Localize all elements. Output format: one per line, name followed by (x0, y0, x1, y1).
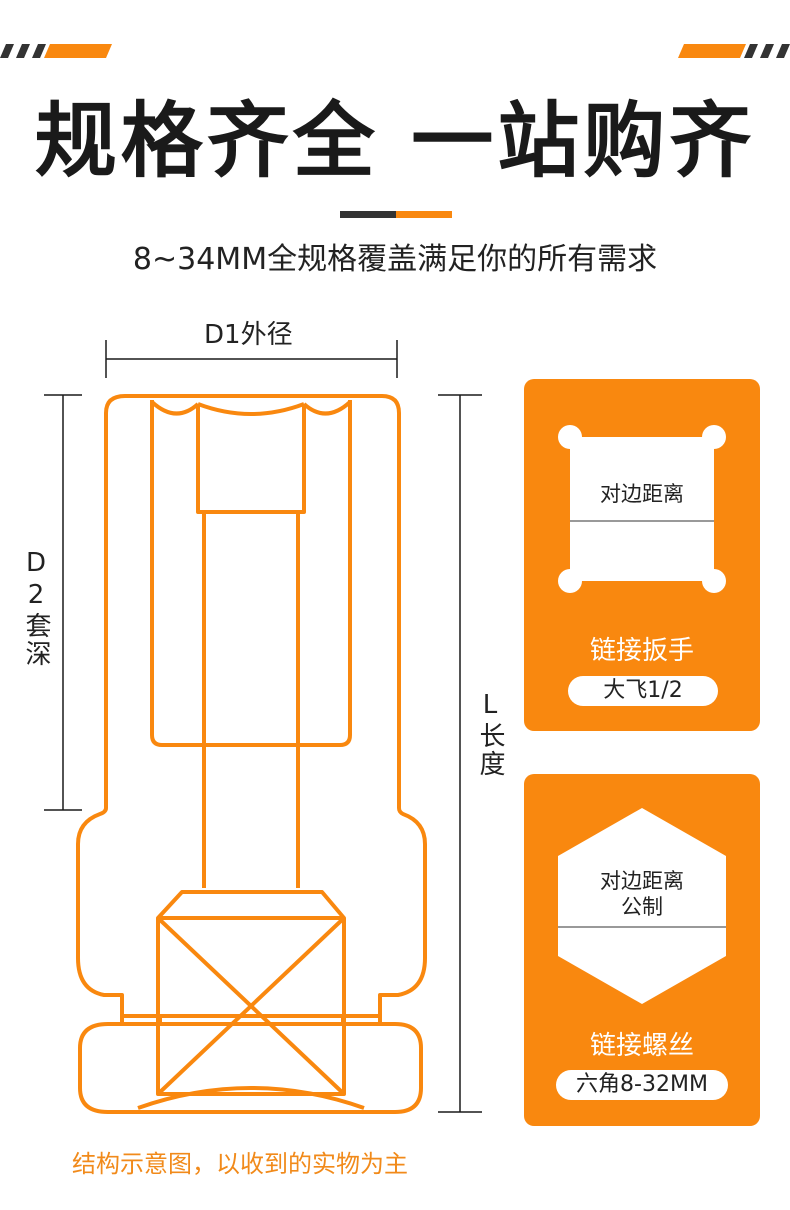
hexagon-icon (558, 808, 726, 1004)
footer-note: 结构示意图，以收到的实物为主 (72, 1150, 408, 1178)
card-wrench-spec-pill: 大飞1/2 (568, 676, 718, 706)
hexagon-label-distance: 对边距离 (600, 869, 684, 893)
title-underline-accent (396, 211, 452, 218)
card-screw-connection: 对边距离 公制 链接螺丝 六角8-32MM (524, 774, 760, 1126)
square-drive-icon (558, 425, 726, 593)
page-subtitle: 8~34MM全规格覆盖满足你的所有需求 (132, 242, 658, 277)
stripes-left-decoration (0, 44, 112, 58)
socket-diagram (44, 340, 482, 1114)
card-screw-spec-pill: 六角8-32MM (556, 1070, 728, 1100)
square-drive-label: 对边距离 (600, 482, 684, 506)
d1-outer-diameter-label: D1外径 (204, 320, 293, 350)
title-underline (340, 211, 396, 218)
stripes-right-decoration (678, 44, 790, 58)
hexagon-label-metric: 公制 (621, 895, 663, 919)
card-wrench-title: 链接扳手 (589, 636, 694, 666)
page-title: 规格齐全 一站购齐 (34, 94, 756, 189)
l-length-label: L长度 (475, 690, 505, 778)
card-wrench-connection: 对边距离 链接扳手 大飞1/2 (524, 379, 760, 731)
d2-socket-depth-label: D2套深 (21, 548, 51, 668)
card-screw-title: 链接螺丝 (589, 1031, 694, 1061)
